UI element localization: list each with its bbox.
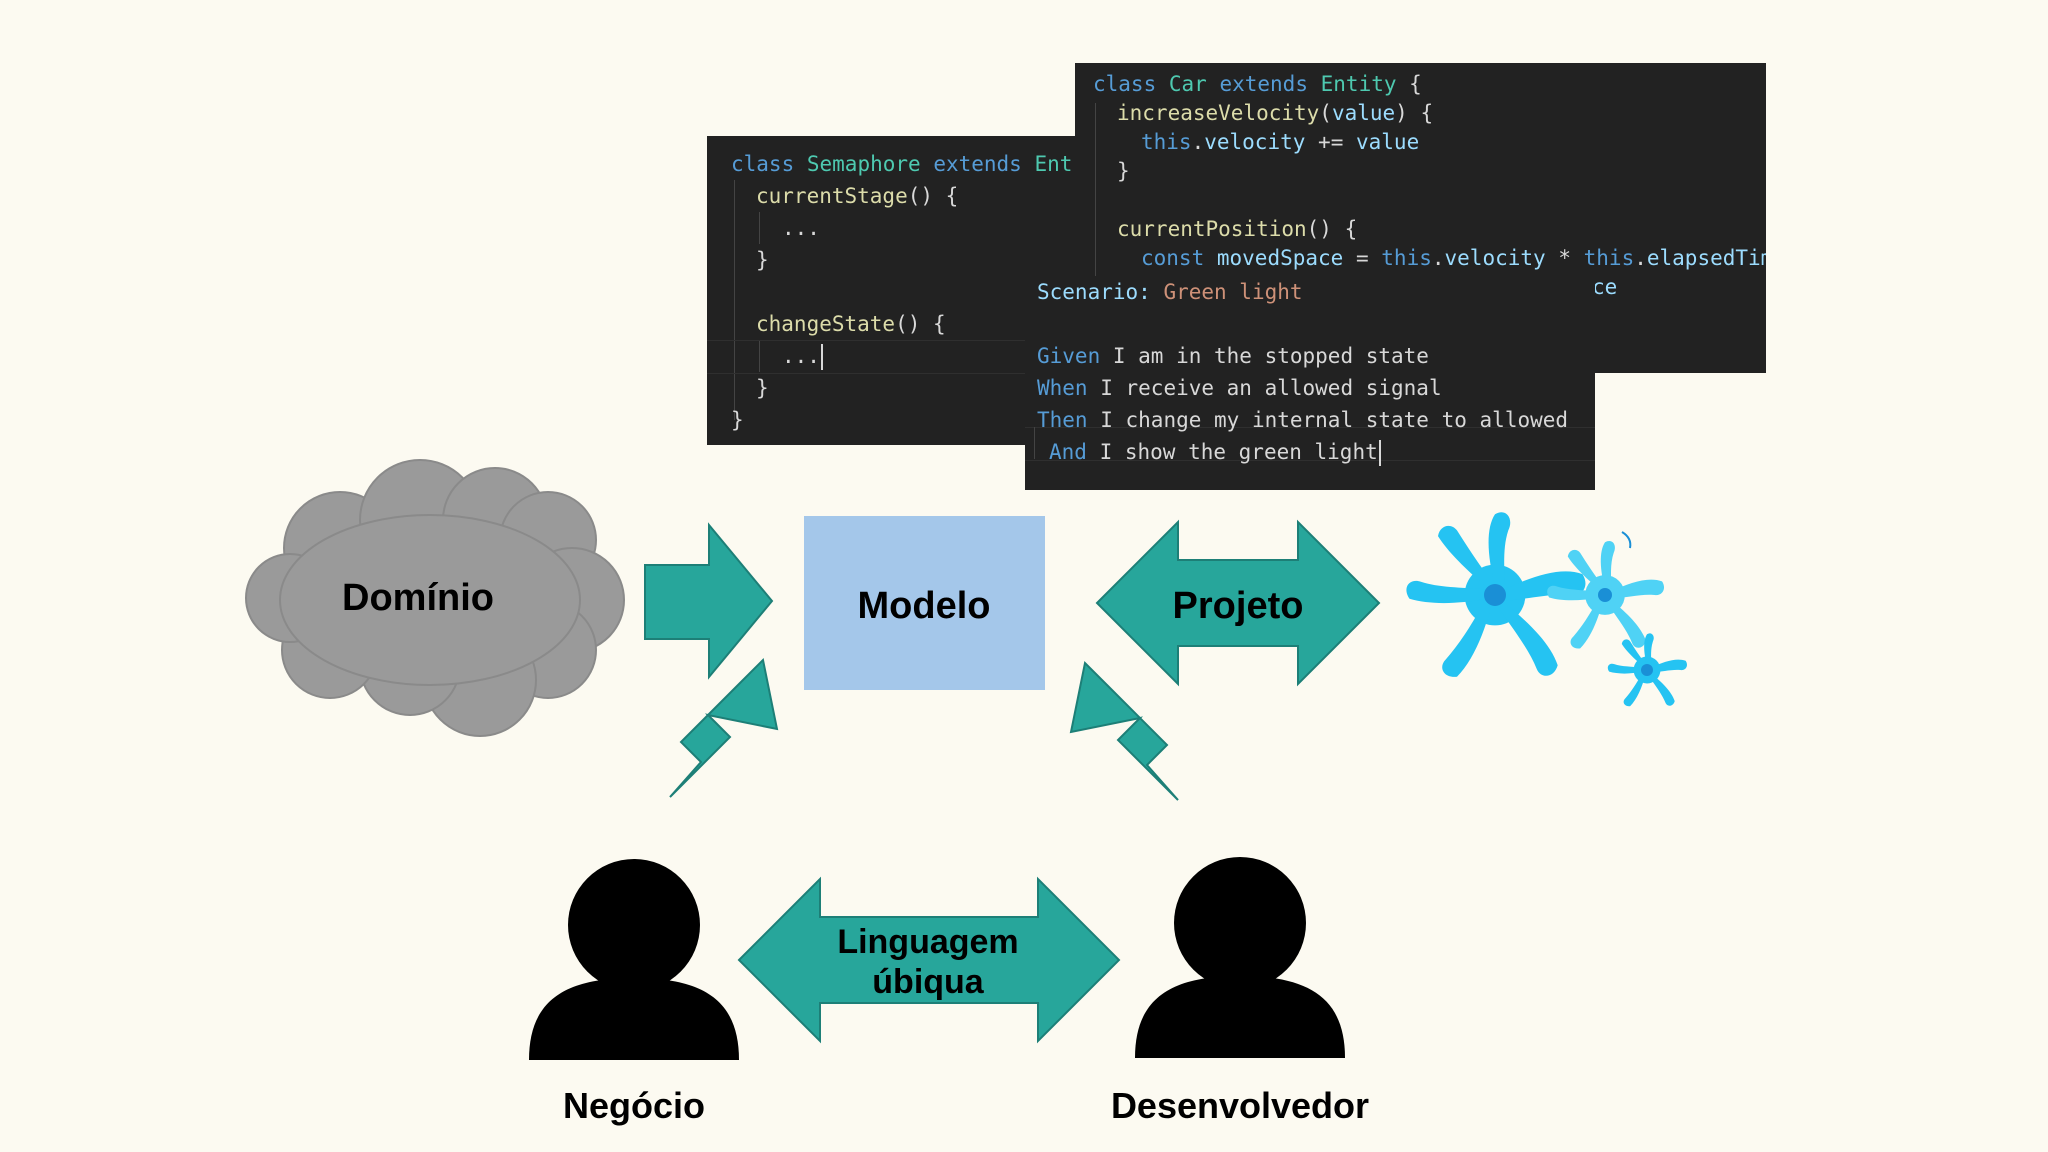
code-line: } [756, 248, 769, 272]
cloud-icon [245, 459, 625, 737]
gherkin-scenario-panel: Scenario: Green light Given I am in the … [1025, 276, 1595, 490]
code-line: Then I change my internal state to allow… [1037, 408, 1569, 432]
code-line: class Car extends Entity { [1093, 72, 1422, 96]
code-line: And I show the green light [1049, 436, 1381, 468]
code-line: currentPosition() { [1117, 217, 1358, 241]
code-line: Scenario: Green light [1037, 280, 1303, 304]
code-line: ... [782, 216, 820, 240]
code-line: } [731, 408, 744, 432]
person-icon [1135, 857, 1345, 1058]
code-line: class Semaphore extends Ent [731, 152, 1073, 176]
code-line: increaseVelocity(value) { [1117, 101, 1434, 125]
code-line: } [756, 376, 769, 400]
dominio-label: Domínio [342, 577, 494, 619]
code-line: currentStage() { [756, 184, 959, 208]
projeto-label: Projeto [1173, 585, 1304, 627]
code-line: ... [782, 340, 823, 372]
virus-icon [1406, 512, 1687, 707]
arrow-dominio-to-modelo [644, 522, 774, 680]
modelo-box [804, 516, 1045, 690]
person-icon [529, 859, 739, 1060]
code-line: When I receive an allowed signal [1037, 376, 1442, 400]
linguagem-double-arrow [737, 876, 1121, 1044]
code-line: } [1117, 159, 1130, 183]
modelo-label: Modelo [858, 585, 991, 627]
desenvolvedor-label: Desenvolvedor [1111, 1085, 1369, 1126]
code-line: const movedSpace = this.velocity * this.… [1141, 246, 1766, 270]
code-line: ce [1592, 275, 1618, 299]
text-caret [820, 344, 823, 370]
code-line: Given I am in the stopped state [1037, 344, 1429, 368]
text-caret [1378, 440, 1381, 466]
negocio-label: Negócio [563, 1085, 705, 1126]
arrow-negocio-to-modelo [669, 657, 779, 798]
linguagem-label-line1: Linguagem [837, 923, 1018, 961]
code-line: this.velocity += value [1141, 130, 1420, 154]
code-line: changeState() { [756, 312, 946, 336]
arrow-desenvolvedor-to-modelo [1069, 660, 1179, 801]
semaphore-code-panel: class Semaphore extends Ent currentStage… [707, 136, 1085, 445]
linguagem-label-line2: úbiqua [872, 963, 985, 1001]
projeto-double-arrow [1095, 519, 1381, 687]
